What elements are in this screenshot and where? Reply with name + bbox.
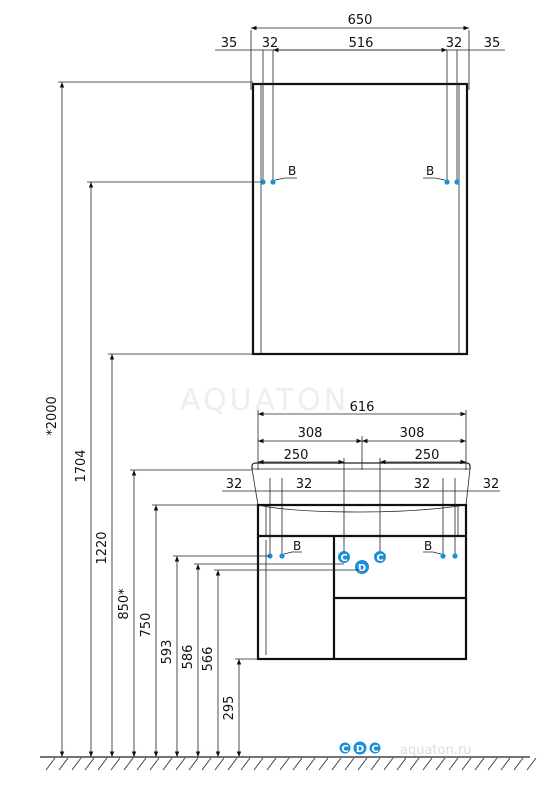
floor-hatch-line <box>201 757 212 771</box>
floor-hatch-line <box>45 757 56 771</box>
watermark-brand: AQUATON <box>180 383 349 418</box>
floor-hatch-line <box>396 757 407 771</box>
legend-drain-label: D <box>356 744 364 755</box>
cabinet-hole-left-outer: 32 <box>226 477 243 492</box>
water-connection-label: C <box>340 553 347 564</box>
mirror-mount-dot <box>454 179 460 185</box>
floor-hatch-line <box>357 757 368 771</box>
cabinet-body <box>256 503 468 661</box>
water-connection-circle <box>338 551 350 563</box>
floor-hatch-line <box>188 757 199 771</box>
cabinet-mount-dot <box>440 553 446 559</box>
floor-hatch-line <box>331 757 342 771</box>
basin-top <box>251 462 471 469</box>
floor-hatch-line <box>71 757 82 771</box>
water-connection-circle <box>374 551 386 563</box>
height-label: 850* <box>117 588 132 620</box>
floor-hatch-line <box>409 757 420 771</box>
floor-hatch-line <box>370 757 381 771</box>
cabinet-mount-label-left: B <box>293 539 301 553</box>
cabinet-mount-label-right: B <box>424 539 432 553</box>
cabinet-half-left: 308 <box>298 426 323 441</box>
mirror-mount-label-right: B <box>426 164 434 178</box>
height-label: 593 <box>160 640 175 665</box>
legend-water-circle <box>369 742 381 754</box>
mirror-hole-right: 32 <box>446 36 463 51</box>
floor-hatch-line <box>292 757 303 771</box>
floor-hatch-line <box>487 757 498 771</box>
mirror-mount-dot <box>270 179 276 185</box>
floor-hatch-line <box>175 757 186 771</box>
cabinet-half-right: 308 <box>400 426 425 441</box>
cabinet-drawing: 616 308 308 250 250 32 32 32 32 B B C <box>222 400 500 661</box>
floor-hatch-line <box>240 757 251 771</box>
floor-hatch-line <box>136 757 147 771</box>
cabinet-hole-right-inner: 32 <box>414 477 431 492</box>
floor-hatch-line <box>318 757 329 771</box>
floor-hatch-line <box>110 757 121 771</box>
legend-water-circle <box>339 742 351 754</box>
cabinet-hole-right-outer: 32 <box>483 477 500 492</box>
connection-legend: C D C <box>339 741 381 755</box>
height-label: 295 <box>222 696 237 721</box>
floor-hatch-line <box>305 757 316 771</box>
mirror-mount-label-left: B <box>288 164 296 178</box>
drain-connection-label: D <box>358 563 366 574</box>
floor-hatch-line <box>214 757 225 771</box>
mirror-offset-left: 35 <box>221 36 238 51</box>
floor-hatch-line <box>435 757 446 771</box>
mirror-hole-left: 32 <box>262 36 279 51</box>
cabinet-span-right: 250 <box>415 448 440 463</box>
mirror-mount-dot <box>260 179 266 185</box>
floor-hatch-line <box>461 757 472 771</box>
floor-hatch-line <box>162 757 173 771</box>
height-label: 750 <box>139 613 154 638</box>
floor-hatch-line <box>500 757 511 771</box>
height-label: *2000 <box>45 396 60 436</box>
floor-hatch-line <box>422 757 433 771</box>
floor-hatch-line <box>279 757 290 771</box>
floor-hatch-line <box>84 757 95 771</box>
height-label: 1220 <box>95 531 110 564</box>
floor-hatch-line <box>383 757 394 771</box>
floor-hatch-line <box>526 757 537 771</box>
floor-hatch-line <box>448 757 459 771</box>
floor-hatch-line <box>513 757 524 771</box>
basin-bowl <box>257 504 467 513</box>
height-label: 1704 <box>74 449 89 482</box>
cabinet-mount-dot <box>452 553 458 559</box>
mirror-inner-width: 516 <box>349 36 374 51</box>
cabinet-span-left: 250 <box>284 448 309 463</box>
floor-hatch-line <box>474 757 485 771</box>
mirror-offset-right: 35 <box>484 36 501 51</box>
floor-hatch-line <box>97 757 108 771</box>
cabinet-width-total: 616 <box>350 400 375 415</box>
mirror-outline <box>251 82 469 356</box>
floor <box>40 756 537 771</box>
mirror-mount-dot <box>444 179 450 185</box>
legend-water-label: C <box>371 744 378 755</box>
drain-connection-circle <box>355 560 369 574</box>
floor-hatch-line <box>149 757 160 771</box>
floor-hatch-line <box>253 757 264 771</box>
water-connection-label: C <box>376 553 383 564</box>
mirror-width-total: 650 <box>348 13 373 28</box>
legend-drain-circle <box>353 741 367 755</box>
height-label: 566 <box>201 647 216 672</box>
height-dimensions: *2000 1704 1220 850* 750 593 586 566 295 <box>45 81 360 757</box>
mirror-drawing: 650 35 32 516 32 35 B B <box>215 13 505 356</box>
cabinet-mount-dot <box>279 553 285 559</box>
floor-hatch-line <box>123 757 134 771</box>
floor-hatch-line <box>266 757 277 771</box>
floor-hatch-line <box>58 757 69 771</box>
height-label: 586 <box>181 645 196 670</box>
watermark-site: aquaton.ru <box>400 743 471 758</box>
cabinet-hole-left-inner: 32 <box>296 477 313 492</box>
floor-hatch-line <box>227 757 238 771</box>
legend-water-label: C <box>341 744 348 755</box>
floor-hatch-line <box>344 757 355 771</box>
